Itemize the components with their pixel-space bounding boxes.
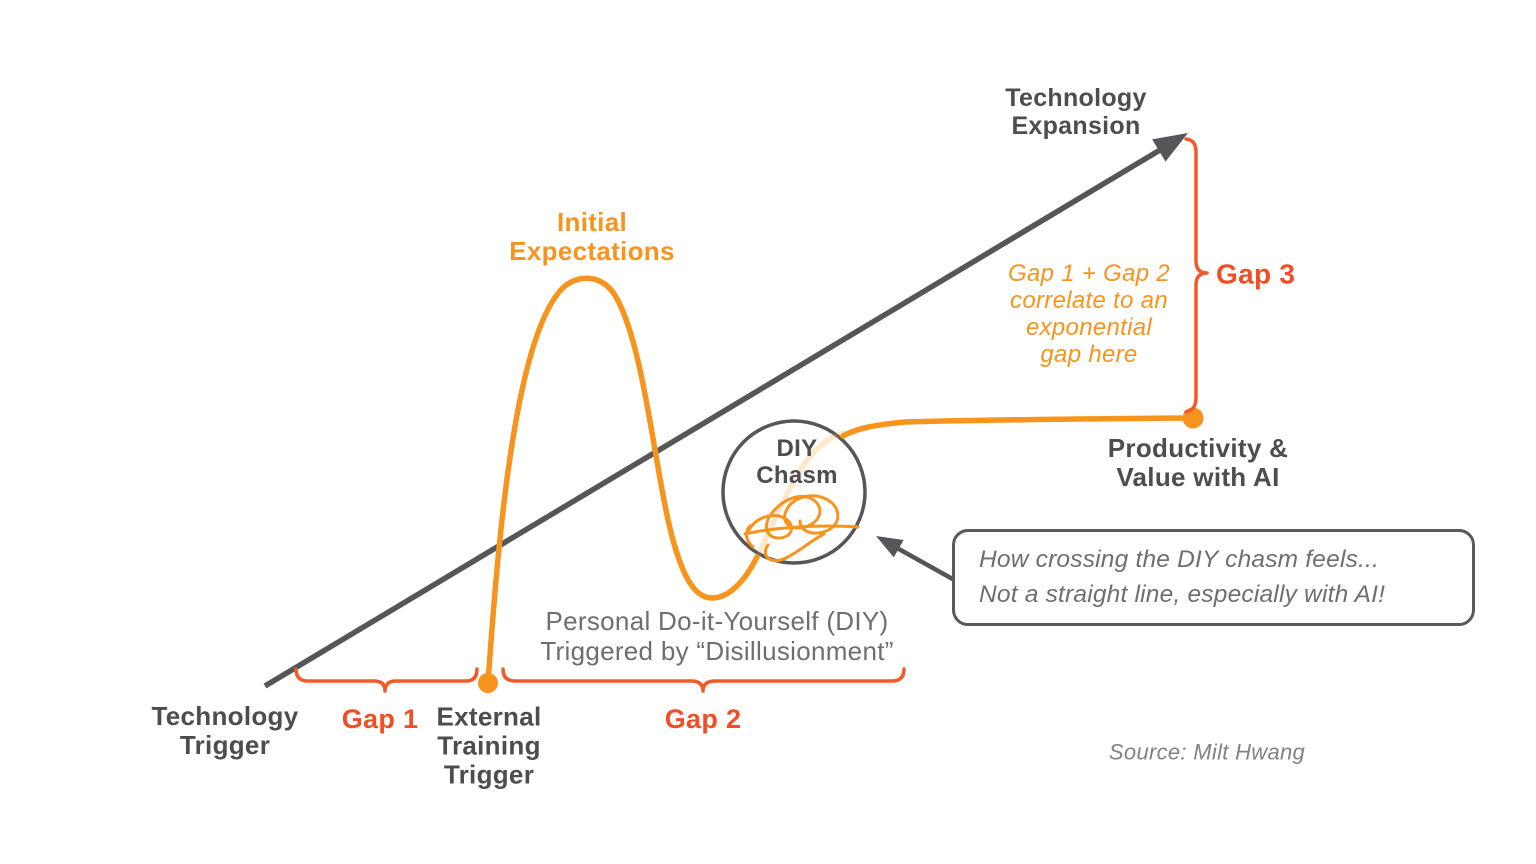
- gap3-label: Gap 3: [1216, 258, 1296, 290]
- hype-curve-expectations: [485, 275, 760, 686]
- personal-diy-caption: Personal Do-it-Yourself (DIY) Triggered …: [540, 606, 894, 666]
- hype-curve-productivity-segment: [840, 415, 1196, 439]
- chasm-scribble-icon: [743, 494, 860, 563]
- gap1-brace: [294, 667, 479, 693]
- external-training-trigger-label: External Training Trigger: [436, 701, 542, 790]
- diy-chasm-label: DIY Chasm: [756, 435, 838, 489]
- gap2-label: Gap 2: [664, 703, 742, 734]
- external-trigger-dot: [478, 673, 498, 693]
- source-attribution: Source: Milt Hwang: [1108, 739, 1306, 765]
- callout-arrowhead-icon: [876, 536, 904, 558]
- initial-expectations-label: Initial Expectations: [509, 206, 675, 266]
- gap3-brace: [1184, 137, 1209, 414]
- technology-expansion-label: Technology Expansion: [1005, 84, 1147, 140]
- productivity-value-label: Productivity & Value with AI: [1107, 432, 1289, 492]
- callout-text: How crossing the DIY chasm feels... Not …: [979, 545, 1386, 608]
- diy-chasm-circle: [721, 419, 867, 565]
- callout-arrow-line: [895, 546, 960, 584]
- gap2-brace: [501, 667, 906, 693]
- callout-box: How crossing the DIY chasm feels... Not …: [952, 529, 1475, 626]
- technology-expansion-trend-line: [263, 147, 1162, 689]
- gap-correlation-note: Gap 1 + Gap 2 correlate to an exponentia…: [1007, 259, 1171, 369]
- gap1-label: Gap 1: [341, 703, 419, 734]
- technology-trigger-label: Technology Trigger: [151, 700, 299, 760]
- trend-arrowhead-icon: [1152, 133, 1188, 162]
